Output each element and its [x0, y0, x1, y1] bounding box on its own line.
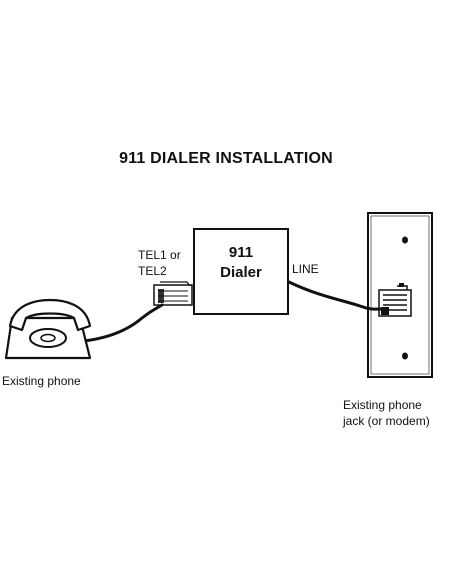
wall-jack-connector-icon [378, 283, 412, 317]
rj11-connector-icon [153, 281, 193, 306]
dialer-box [193, 228, 289, 315]
phone-cable [82, 303, 164, 343]
diagram-title: 911 DIALER INSTALLATION [119, 150, 333, 167]
line-cable [287, 280, 386, 311]
existing-phone-label: Existing phone [2, 374, 81, 388]
line-port-label: LINE [292, 262, 319, 276]
existing-jack-label-line1: Existing phone [343, 398, 422, 412]
existing-jack-label-line2: jack (or modem) [343, 414, 430, 428]
tel-port-label-line1: TEL1 or [138, 248, 181, 262]
screw-icon [402, 352, 408, 360]
dialer-label-line2: Dialer [220, 264, 262, 281]
dialer-label-line1: 911 [228, 244, 254, 261]
screw-icon [402, 236, 408, 244]
telephone-icon [4, 298, 92, 360]
tel-port-label-line2: TEL2 [138, 264, 167, 278]
